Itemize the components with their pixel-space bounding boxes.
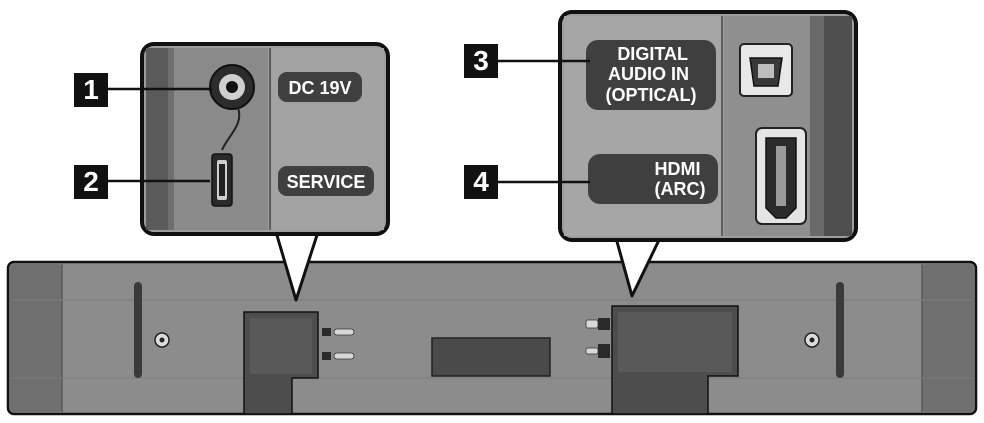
- rating-label-plate: [431, 337, 551, 377]
- callout-badge-2: 2: [74, 165, 108, 199]
- hdmi-arc-line-1: HDMI: [654, 159, 700, 179]
- callout-badge-3: 3: [464, 44, 498, 78]
- callout-number-3: 3: [473, 45, 489, 76]
- digital-audio-in-line-2: AUDIO IN: [608, 64, 689, 84]
- service-usb-port-icon: [211, 153, 233, 207]
- callout-badge-4: 4: [464, 165, 498, 199]
- digital-audio-in-line-3: (OPTICAL): [606, 85, 697, 105]
- left-connector-recess: [243, 311, 355, 415]
- digital-audio-in-label-pill: [586, 40, 716, 110]
- digital-audio-in-label: DIGITAL AUDIO IN (OPTICAL): [606, 44, 697, 105]
- hdmi-arc-label-pill: [588, 154, 718, 204]
- hdmi-arc-label: HDMI (ARC): [654, 159, 705, 199]
- callout-badge-1: 1: [74, 73, 108, 107]
- service-label-pill: [278, 166, 374, 196]
- optical-input-port-icon: [739, 43, 793, 97]
- right-connector-recess: [585, 305, 739, 415]
- dc-19v-label: DC 19V: [288, 78, 351, 98]
- callout-number-2: 2: [83, 166, 99, 197]
- callout-number-1: 1: [83, 74, 99, 105]
- wall-mount-left: [134, 282, 170, 378]
- service-label: SERVICE: [287, 172, 366, 192]
- digital-audio-in-line-1: DIGITAL: [617, 44, 688, 64]
- wall-mount-right: [804, 282, 844, 378]
- callout-left-magnifier: DC 19V SERVICE: [140, 42, 390, 302]
- hdmi-arc-line-2: (ARC): [655, 179, 706, 199]
- callout-number-4: 4: [473, 166, 489, 197]
- hdmi-arc-port-icon: [755, 127, 807, 225]
- callout-right-magnifier: DIGITAL AUDIO IN (OPTICAL) HDMI (ARC): [558, 10, 858, 298]
- leader-lines: [108, 59, 590, 184]
- dc-19v-label-pill: [278, 72, 362, 102]
